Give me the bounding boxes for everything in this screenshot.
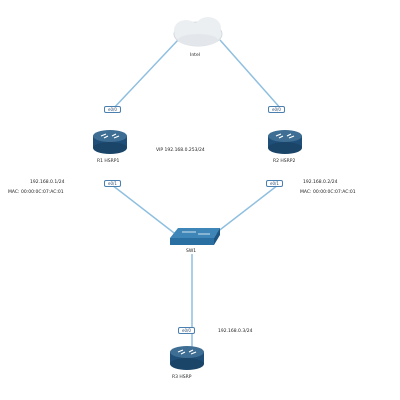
router-label-r2: R2 HSRP2 <box>273 159 296 164</box>
link-r2-switch <box>211 184 279 237</box>
interface-tag-r1-lan: e0/1 <box>104 180 121 187</box>
router-icon <box>170 346 204 370</box>
interface-tag-r3-lan: e0/0 <box>178 327 195 334</box>
mac-label-r1: MAC: 00:00:0C:07:AC:01 <box>8 190 64 195</box>
cloud-icon <box>173 17 223 47</box>
cloud-label: Intel <box>190 53 200 58</box>
link-cloud-r1 <box>111 39 179 111</box>
vip-label: VIP 192.168.0.253/24 <box>156 148 205 153</box>
switch-icon <box>170 228 220 245</box>
switch-label: SW1 <box>186 249 197 254</box>
router-icon <box>268 130 302 154</box>
interface-tag-r1-wan: e0/0 <box>104 106 121 113</box>
router-icon <box>93 130 127 154</box>
router-label-r1: R1 HSRP1 <box>97 159 120 164</box>
interface-tag-r2-lan: e0/1 <box>266 180 283 187</box>
interface-tag-r2-wan: e0/0 <box>268 106 285 113</box>
link-cloud-r2 <box>219 39 283 111</box>
links <box>111 39 283 356</box>
ip-label-r3: 192.168.0.3/24 <box>218 329 253 334</box>
mac-label-r2: MAC: 00:00:0C:07:AC:01 <box>300 190 356 195</box>
ip-label-r1: 192.168.0.1/24 <box>30 180 65 185</box>
link-r1-switch <box>111 184 179 237</box>
router-label-r3: R3 HSRP <box>172 375 192 380</box>
ip-label-r2: 192.168.0.2/24 <box>303 180 338 185</box>
